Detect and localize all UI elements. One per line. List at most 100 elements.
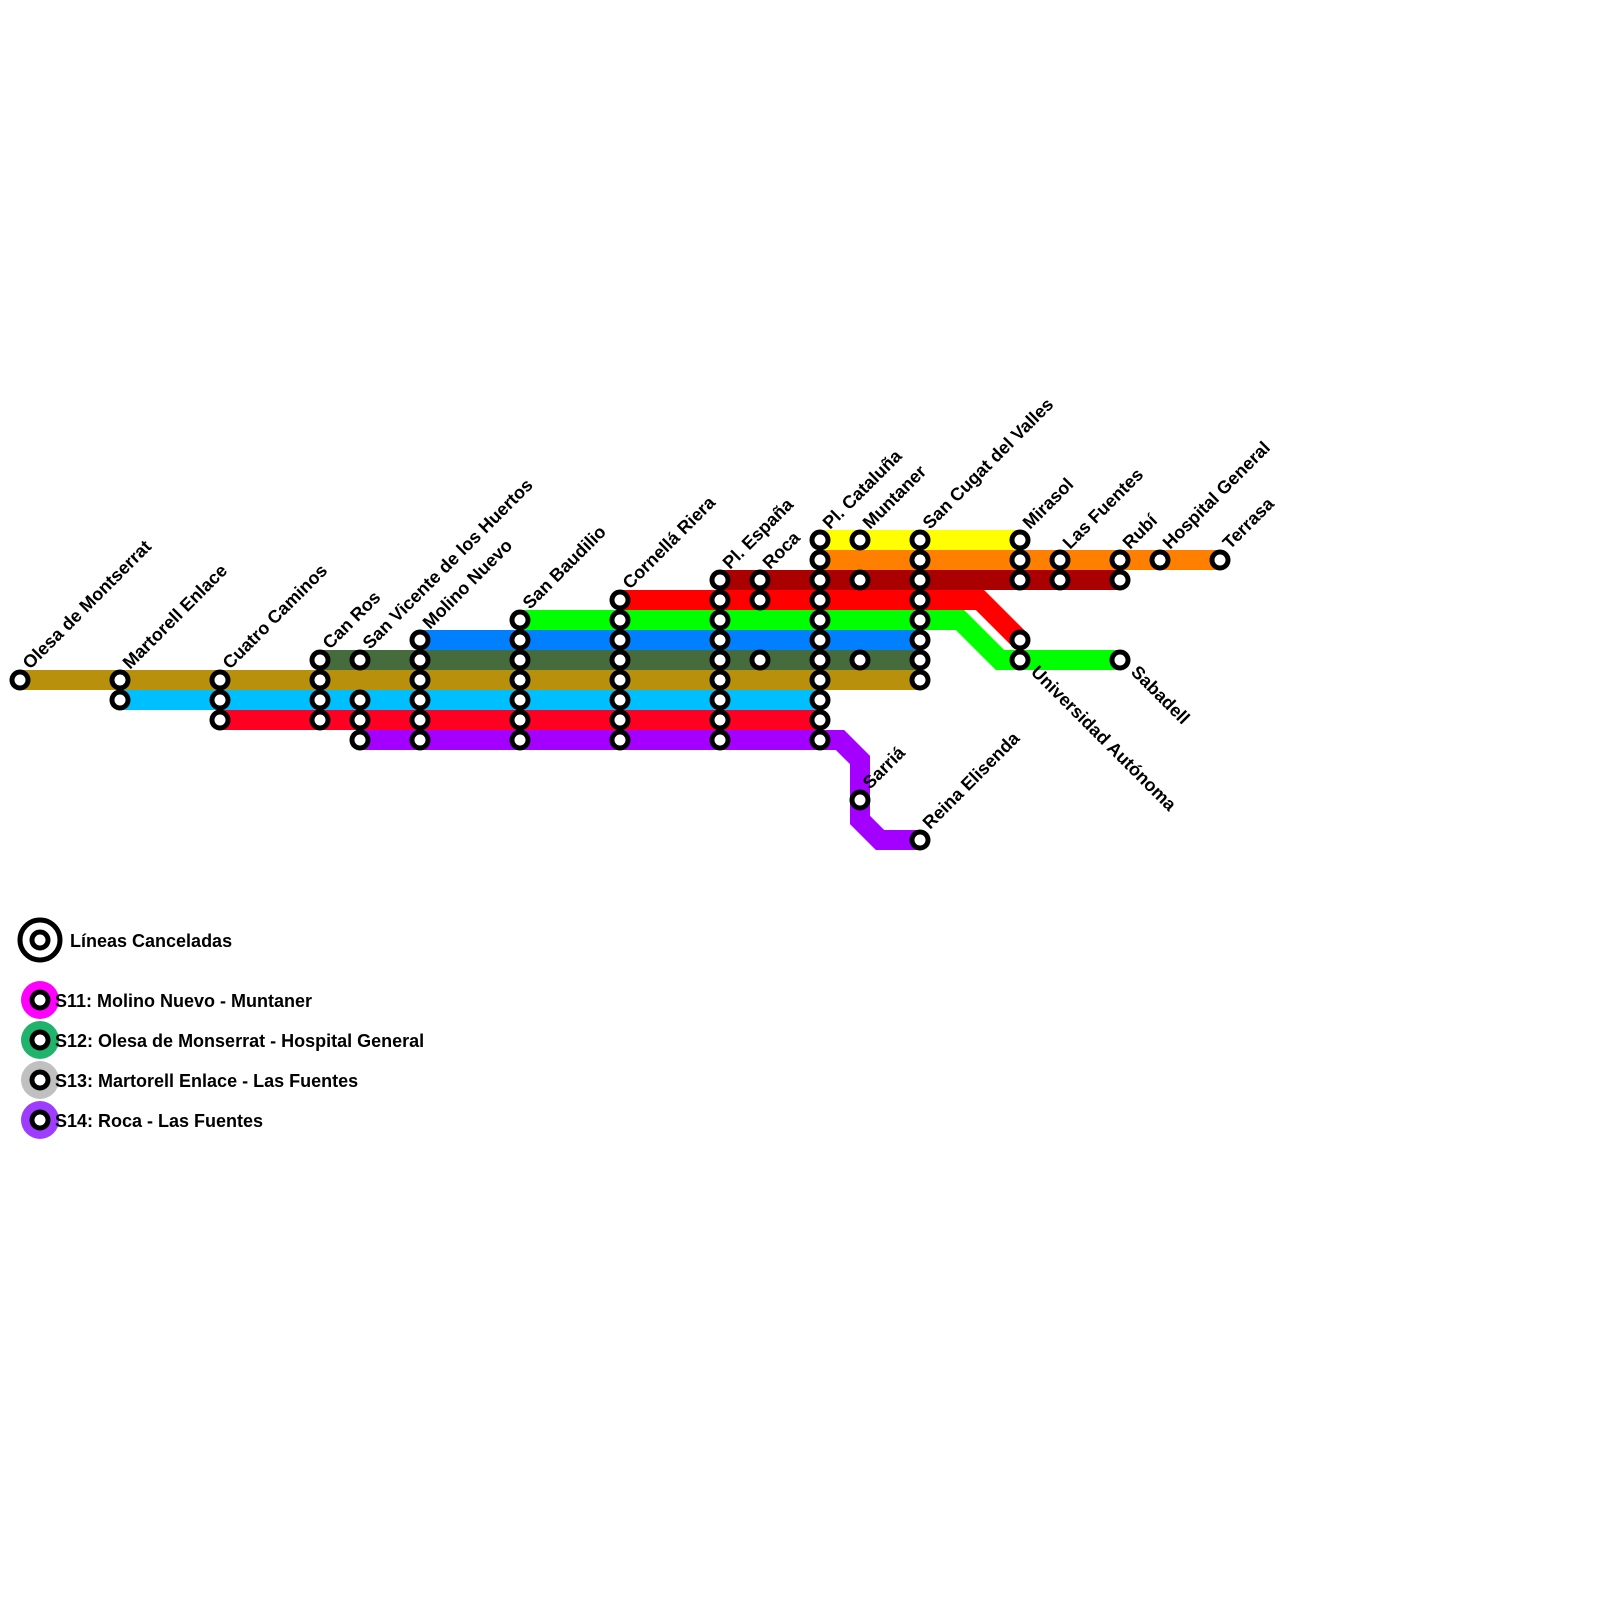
station-stop[interactable]: [909, 609, 931, 631]
station-stop[interactable]: [209, 709, 231, 731]
station-stop[interactable]: [809, 669, 831, 691]
station-label-reina: Reina Elisenda: [919, 727, 1024, 832]
station-stop[interactable]: [749, 569, 771, 591]
station-stop[interactable]: [609, 709, 631, 731]
station-stop[interactable]: [909, 549, 931, 571]
station-stop[interactable]: [409, 629, 431, 651]
legend-stop-s13: [29, 1069, 51, 1091]
legend-stop-s14: [29, 1109, 51, 1131]
station-stop[interactable]: [909, 589, 931, 611]
station-stop[interactable]: [1109, 649, 1131, 671]
station-stop[interactable]: [709, 729, 731, 751]
station-stop[interactable]: [1009, 549, 1031, 571]
station-stop[interactable]: [809, 609, 831, 631]
station-stop[interactable]: [809, 569, 831, 591]
station-stop[interactable]: [809, 589, 831, 611]
station-label-sabadell: Sabadell: [1127, 662, 1193, 728]
station-stop[interactable]: [709, 689, 731, 711]
station-stop[interactable]: [609, 589, 631, 611]
station-stop[interactable]: [509, 649, 531, 671]
station-stop[interactable]: [409, 729, 431, 751]
station-stop[interactable]: [509, 729, 531, 751]
station-stop[interactable]: [1109, 549, 1131, 571]
station-stop[interactable]: [909, 649, 931, 671]
station-stop[interactable]: [1009, 529, 1031, 551]
station-stop[interactable]: [849, 529, 871, 551]
station-stop[interactable]: [1149, 549, 1171, 571]
station-stop[interactable]: [809, 649, 831, 671]
station-stop[interactable]: [109, 669, 131, 691]
station-stop[interactable]: [609, 669, 631, 691]
station-stop[interactable]: [849, 569, 871, 591]
station-stop[interactable]: [1009, 649, 1031, 671]
station-stop[interactable]: [209, 669, 231, 691]
station-stop[interactable]: [849, 789, 871, 811]
station-stop[interactable]: [349, 709, 371, 731]
station-stop[interactable]: [9, 669, 31, 691]
station-stop[interactable]: [709, 589, 731, 611]
station-stop[interactable]: [509, 669, 531, 691]
station-stop[interactable]: [409, 669, 431, 691]
station-stop[interactable]: [1049, 549, 1071, 571]
cancelled-symbol-inner: [29, 929, 51, 951]
station-stop[interactable]: [809, 729, 831, 751]
station-stop[interactable]: [809, 549, 831, 571]
station-stop[interactable]: [309, 709, 331, 731]
station-stop[interactable]: [749, 589, 771, 611]
station-stop[interactable]: [909, 529, 931, 551]
station-stop[interactable]: [709, 669, 731, 691]
station-stop[interactable]: [1009, 629, 1031, 651]
station-stop[interactable]: [309, 649, 331, 671]
station-stop[interactable]: [809, 529, 831, 551]
station-stop[interactable]: [609, 609, 631, 631]
legend-label-s14: S14: Roca - Las Fuentes: [55, 1111, 263, 1131]
station-stop[interactable]: [709, 649, 731, 671]
station-stop[interactable]: [609, 689, 631, 711]
station-stop[interactable]: [1049, 569, 1071, 591]
station-stop[interactable]: [909, 829, 931, 851]
legend-line-s12: S12: Olesa de Monserrat - Hospital Gener…: [21, 1021, 424, 1059]
station-stop[interactable]: [909, 569, 931, 591]
legend-cancelled-label: Líneas Canceladas: [70, 931, 232, 951]
station-stop[interactable]: [709, 609, 731, 631]
station-label-martorell: Martorell Enlace: [119, 560, 231, 672]
station-stop[interactable]: [909, 669, 931, 691]
station-stop[interactable]: [409, 709, 431, 731]
station-stop[interactable]: [509, 609, 531, 631]
station-stop[interactable]: [509, 629, 531, 651]
station-stop[interactable]: [609, 649, 631, 671]
station-stop[interactable]: [1209, 549, 1231, 571]
legend-label-s11: S11: Molino Nuevo - Muntaner: [55, 991, 312, 1011]
station-stop[interactable]: [809, 689, 831, 711]
station-stop[interactable]: [749, 649, 771, 671]
station-stop[interactable]: [109, 689, 131, 711]
station-stop[interactable]: [809, 709, 831, 731]
station-stop[interactable]: [209, 689, 231, 711]
station-stop[interactable]: [349, 689, 371, 711]
station-stop[interactable]: [409, 649, 431, 671]
legend: Líneas Canceladas S11: Molino Nuevo - Mu…: [17, 917, 424, 1139]
station-stop[interactable]: [709, 709, 731, 731]
station-stop[interactable]: [809, 629, 831, 651]
station-stop[interactable]: [509, 689, 531, 711]
station-stop[interactable]: [609, 729, 631, 751]
station-stop[interactable]: [309, 669, 331, 691]
station-label-sanbaudilio: San Baudilio: [519, 522, 610, 613]
station-stop[interactable]: [349, 649, 371, 671]
station-stop[interactable]: [709, 569, 731, 591]
station-stop[interactable]: [349, 729, 371, 751]
station-stop[interactable]: [309, 689, 331, 711]
station-stop[interactable]: [1109, 569, 1131, 591]
station-stop[interactable]: [849, 649, 871, 671]
legend-line-s14: S14: Roca - Las Fuentes: [21, 1101, 263, 1139]
station-label-hospital: Hospital General: [1159, 438, 1274, 553]
station-stop[interactable]: [709, 629, 731, 651]
station-stop[interactable]: [909, 629, 931, 651]
route-line-green: [520, 610, 1120, 670]
station-stop[interactable]: [409, 689, 431, 711]
station-stop[interactable]: [1009, 569, 1031, 591]
route-line-red2: [620, 590, 1028, 648]
station-stop[interactable]: [509, 709, 531, 731]
station-stop[interactable]: [609, 629, 631, 651]
